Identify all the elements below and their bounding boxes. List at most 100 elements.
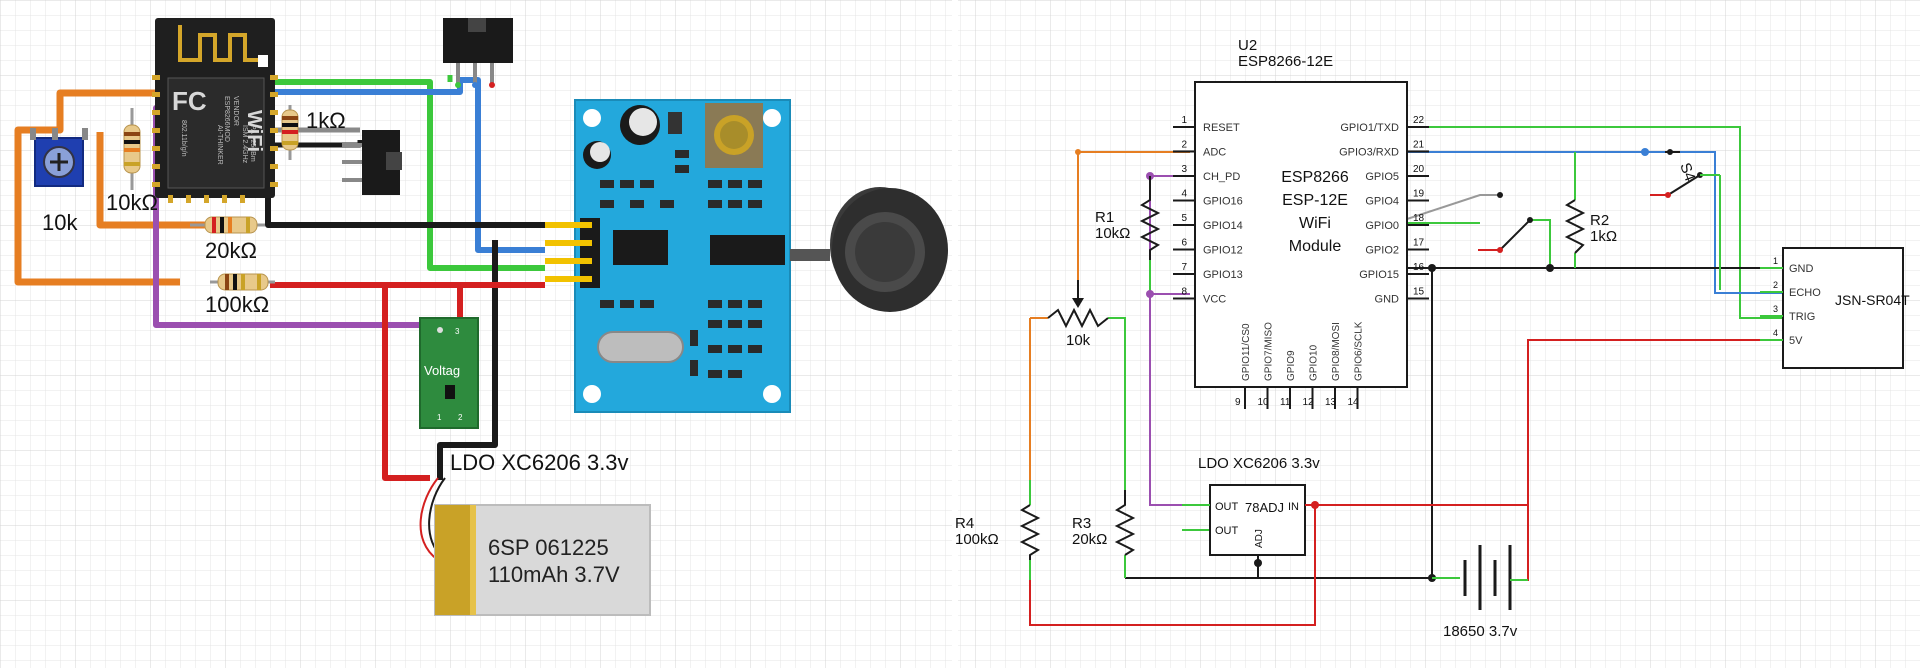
r10k-label: 10kΩ [106,190,158,215]
schematic-view: U2 ESP8266-12E ESP8266 ESP-12E WiFi Modu… [955,37,1910,640]
fcc-logo: FC [172,86,207,116]
resistor-10k[interactable]: 10kΩ [106,108,158,215]
pin-number-11: 11 [1280,397,1291,408]
resistor-20k[interactable]: 20kΩ [190,216,265,263]
sch-wire-s4b [1530,219,1551,268]
pot-val: 10k [1066,332,1091,349]
sch-junctions [1075,148,1649,582]
sch-wire-gray [1394,194,1500,224]
sch-wire-5v [1310,339,1783,506]
r20k-label: 20kΩ [205,238,257,263]
slide-switch-top[interactable] [443,18,513,88]
sensor-pin-number-4: 4 [1773,328,1778,338]
svg-text:ESP8266MOD: ESP8266MOD [223,96,230,142]
ultrasonic-probe[interactable] [790,187,948,312]
esp8266-module[interactable]: FC ESP8266MOD VENDOR AI-THINKER ISM 2.4G… [152,18,278,203]
pin-name-1: RESET [1203,122,1240,134]
pin-name-19: GPIO4 [1365,196,1399,208]
pin-number-20: 20 [1413,164,1425,175]
svg-text:AI-THINKER: AI-THINKER [216,125,223,165]
r4-val: 100kΩ [955,531,999,548]
lipo-battery[interactable]: 6SP 061225 110mAh 3.7V [419,477,651,616]
ldo-78adj-symbol[interactable]: LDO XC6206 3.3v 78ADJ OUT OUT IN ADJ [1182,455,1320,556]
sensor-pin-number-2: 2 [1773,280,1778,290]
pin-name-14: GPIO6/SCLK [1354,321,1365,381]
svg-text:ESP8266: ESP8266 [1281,169,1349,186]
pin-name-7: GPIO13 [1203,269,1243,281]
svg-text:1: 1 [437,413,442,422]
sensor-pin-number-3: 3 [1773,304,1778,314]
pin-name-2: ADC [1203,147,1226,159]
battery-line1: 6SP 061225 [488,535,609,560]
pin-name-4: GPIO16 [1203,196,1243,208]
bb-wire-orange [14,89,180,286]
svg-text:802.11b/g/n: 802.11b/g/n [180,120,187,157]
pin-number-21: 21 [1413,140,1425,151]
pin-name-16: GPIO15 [1359,269,1399,281]
pin-number-3: 3 [1181,164,1187,175]
svg-text:ISM 2.4GHz: ISM 2.4GHz [241,125,248,164]
svg-text:Module: Module [1289,238,1342,255]
svg-text:3: 3 [455,327,460,336]
slide-switch-side[interactable] [342,130,402,195]
pin-number-15: 15 [1413,287,1425,298]
bb-wire-green [268,79,545,271]
r1-val: 10kΩ [1095,225,1130,242]
battery-line2: 110mAh 3.7V [488,562,620,587]
pin-number-14: 14 [1348,397,1360,408]
u2-part: ESP8266-12E [1238,53,1333,70]
pin-name-12: GPIO10 [1309,344,1320,381]
pin-name-5: GPIO14 [1203,220,1243,232]
ldo-adj: ADJ [1254,529,1265,548]
sensor-driver-board[interactable] [545,99,791,413]
r3-symbol[interactable]: R3 20kΩ [1072,490,1136,556]
pin-number-19: 19 [1413,189,1425,200]
sch-wire-pot-right [1108,317,1126,490]
resistor-100k[interactable]: 100kΩ [205,273,275,317]
s4-switch-symbol[interactable]: S4 [1650,149,1720,198]
pin-name-22: GPIO1/TXD [1340,122,1399,134]
sensor-pin-number-1: 1 [1773,256,1778,266]
left-pin-group: 1RESET2ADC3CH_PD4GPIO165GPIO146GPIO127GP… [1173,115,1243,306]
pin-name-3: CH_PD [1203,171,1240,183]
resistor-1k[interactable]: 1kΩ [281,105,346,160]
pin-name-15: GND [1375,294,1400,306]
ldo-title: LDO XC6206 3.3v [1198,455,1320,472]
pin-number-5: 5 [1181,213,1187,224]
pin-name-10: GPIO7/MISO [1264,322,1275,381]
svg-text:ESP-12E: ESP-12E [1282,192,1348,209]
ldo-label: LDO XC6206 3.3v [450,450,629,475]
pin-name-9: GPIO11/CS0 [1241,323,1252,381]
u2-esp8266-symbol[interactable]: U2 ESP8266-12E ESP8266 ESP-12E WiFi Modu… [1173,37,1429,409]
pin-number-4: 4 [1181,189,1187,200]
r1-ref: R1 [1095,209,1114,226]
bb-wire-blue [268,77,545,253]
r4-symbol[interactable]: R4 100kΩ [955,504,1041,560]
gpio0-switch-symbol[interactable] [1478,192,1533,253]
r2-val: 1kΩ [1590,228,1617,245]
sensor-pin-name-3: TRIG [1789,311,1815,323]
bb-wire-red-2 [382,285,430,481]
sch-wire-vcc [1149,175,1190,506]
pin-number-22: 22 [1413,115,1425,126]
r1k-label: 1kΩ [306,108,346,133]
sch-wire-rxd [1395,151,1783,294]
pin-number-2: 2 [1181,140,1187,151]
ldo-board[interactable]: 3 Voltag 1 2 [419,317,479,429]
pot-symbol[interactable]: 10k [1047,280,1109,349]
potentiometer-10k[interactable]: 10k [30,128,88,235]
r1-symbol[interactable]: R1 10kΩ [1095,176,1161,260]
pot-label: 10k [42,210,78,235]
module-pins [152,75,278,203]
r2-symbol[interactable]: R2 1kΩ [1564,199,1617,254]
pin-name-17: GPIO2 [1365,245,1399,257]
wifi-logo: WiFi [243,110,265,152]
ldo-part: 78ADJ [1245,500,1284,515]
board-header-pins [545,218,600,288]
pin-name-6: GPIO12 [1203,245,1243,257]
ldo-out2: OUT [1215,525,1239,537]
ldo-in: IN [1288,501,1299,513]
battery-18650-symbol[interactable]: 18650 3.7v [1432,545,1528,640]
